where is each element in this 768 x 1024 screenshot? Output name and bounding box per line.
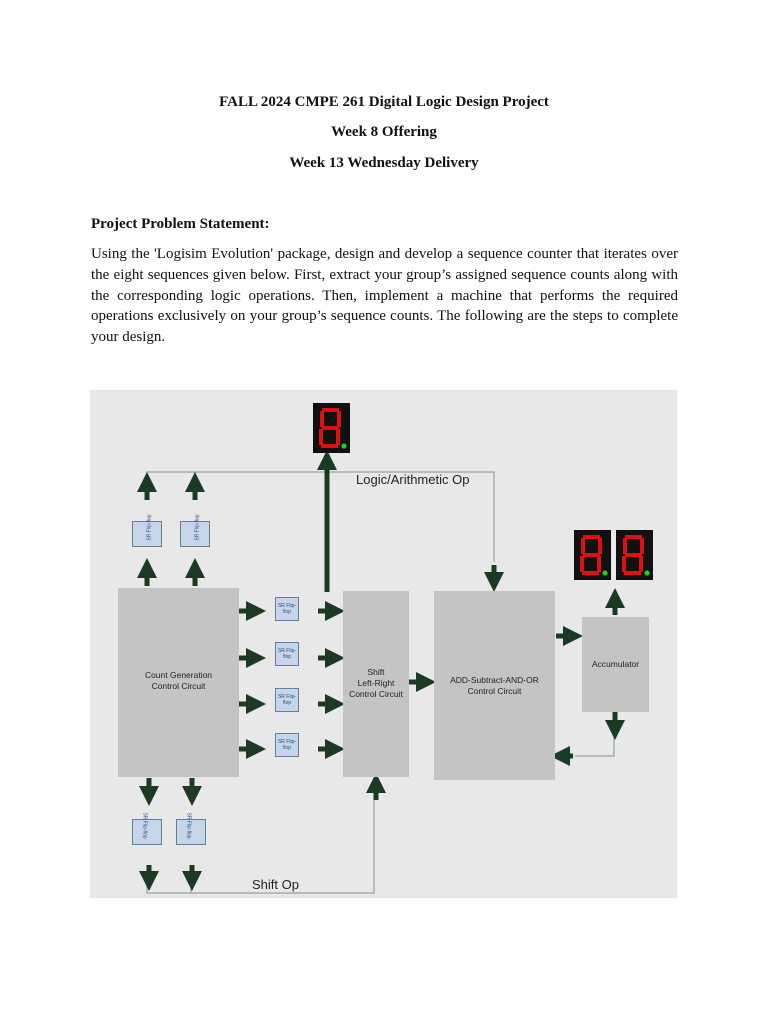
accumulator-label: Accumulator <box>591 659 640 669</box>
count-generation-block: Count Generation Control Circuit <box>118 588 239 777</box>
sr-flipflop-mid-4: SR Flip-flop <box>275 733 299 757</box>
shift-label-1: Shift <box>367 667 385 677</box>
seven-segment-display-shift <box>313 403 350 453</box>
logic-op-label: Logic/Arithmetic Op <box>356 472 470 487</box>
sr-flipflop-mid-1: SR Flip-flop <box>275 597 299 621</box>
alu-control-block: ADD-Subtract-AND-OR Control Circuit <box>434 591 555 780</box>
block-diagram: Count Generation Control Circuit Shift L… <box>90 390 677 898</box>
sr-flipflop-bottom-2: SR Flip-flop <box>176 812 206 845</box>
shift-label-2: Left-Right <box>357 678 395 688</box>
sr-flipflop-bottom-1: SR Flip-flop <box>132 812 162 845</box>
sr-flipflop-top-1: SR Flip-flop <box>132 514 162 547</box>
problem-statement-text: Using the 'Logisim Evolution' package, d… <box>91 246 678 346</box>
count-gen-label-2: Control Circuit <box>151 681 206 691</box>
alu-label-2: Control Circuit <box>467 686 522 696</box>
alu-label-1: ADD-Subtract-AND-OR <box>450 675 539 685</box>
count-gen-label-1: Count Generation <box>144 670 213 680</box>
section-heading: Project Problem Statement: <box>91 216 270 232</box>
document-title: FALL 2024 CMPE 261 Digital Logic Design … <box>219 94 549 110</box>
seven-segment-display-acc-1 <box>574 530 611 580</box>
sr-flipflop-mid-3: SR Flip-flop <box>275 688 299 712</box>
seven-segment-display-acc-2 <box>616 530 653 580</box>
shift-op-label: Shift Op <box>252 877 299 892</box>
delivery-week: Week 13 Wednesday Delivery <box>289 155 479 171</box>
accumulator-block: Accumulator <box>582 617 649 712</box>
shift-label-3: Control Circuit <box>349 689 403 699</box>
shift-control-block: Shift Left-Right Control Circuit <box>343 591 409 777</box>
sr-flipflop-top-2: SR Flip-flop <box>180 514 210 547</box>
diagram-wires <box>137 450 625 894</box>
sr-flipflop-mid-2: SR Flip-flop <box>275 642 299 666</box>
offering-week: Week 8 Offering <box>331 124 437 140</box>
